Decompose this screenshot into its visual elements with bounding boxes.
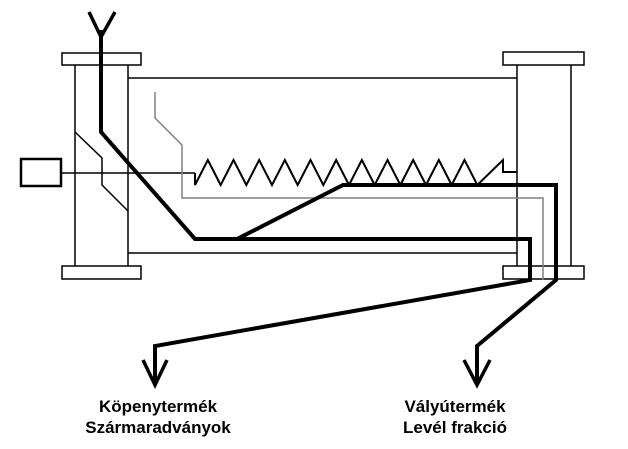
left-output-arrowhead-icon <box>141 359 169 390</box>
shell-product-flow <box>99 30 532 385</box>
right-column <box>502 51 585 280</box>
motor-box-icon <box>19 157 63 188</box>
trough-product-label: Vályútermék Levél frakció <box>355 396 555 438</box>
right-output-arrowhead-icon <box>462 359 492 389</box>
trough-product-label-line1: Vályútermék <box>404 397 506 416</box>
trough-product-label-line2: Levél frakció <box>403 418 507 437</box>
gray-internal-guide <box>154 92 544 280</box>
screw-conveyor-zigzag <box>194 157 517 188</box>
left-bottom-flange <box>61 265 142 280</box>
shell-product-label-line1: Köpenytermék <box>98 397 218 416</box>
left-deflector <box>74 131 129 212</box>
trough-product-flow <box>236 183 558 385</box>
right-top-flange <box>502 51 585 66</box>
drum-body <box>128 77 517 254</box>
shell-product-label: Köpenytermék Szármaradványok <box>58 396 258 438</box>
shell-product-label-line2: Szármaradványok <box>85 418 231 437</box>
